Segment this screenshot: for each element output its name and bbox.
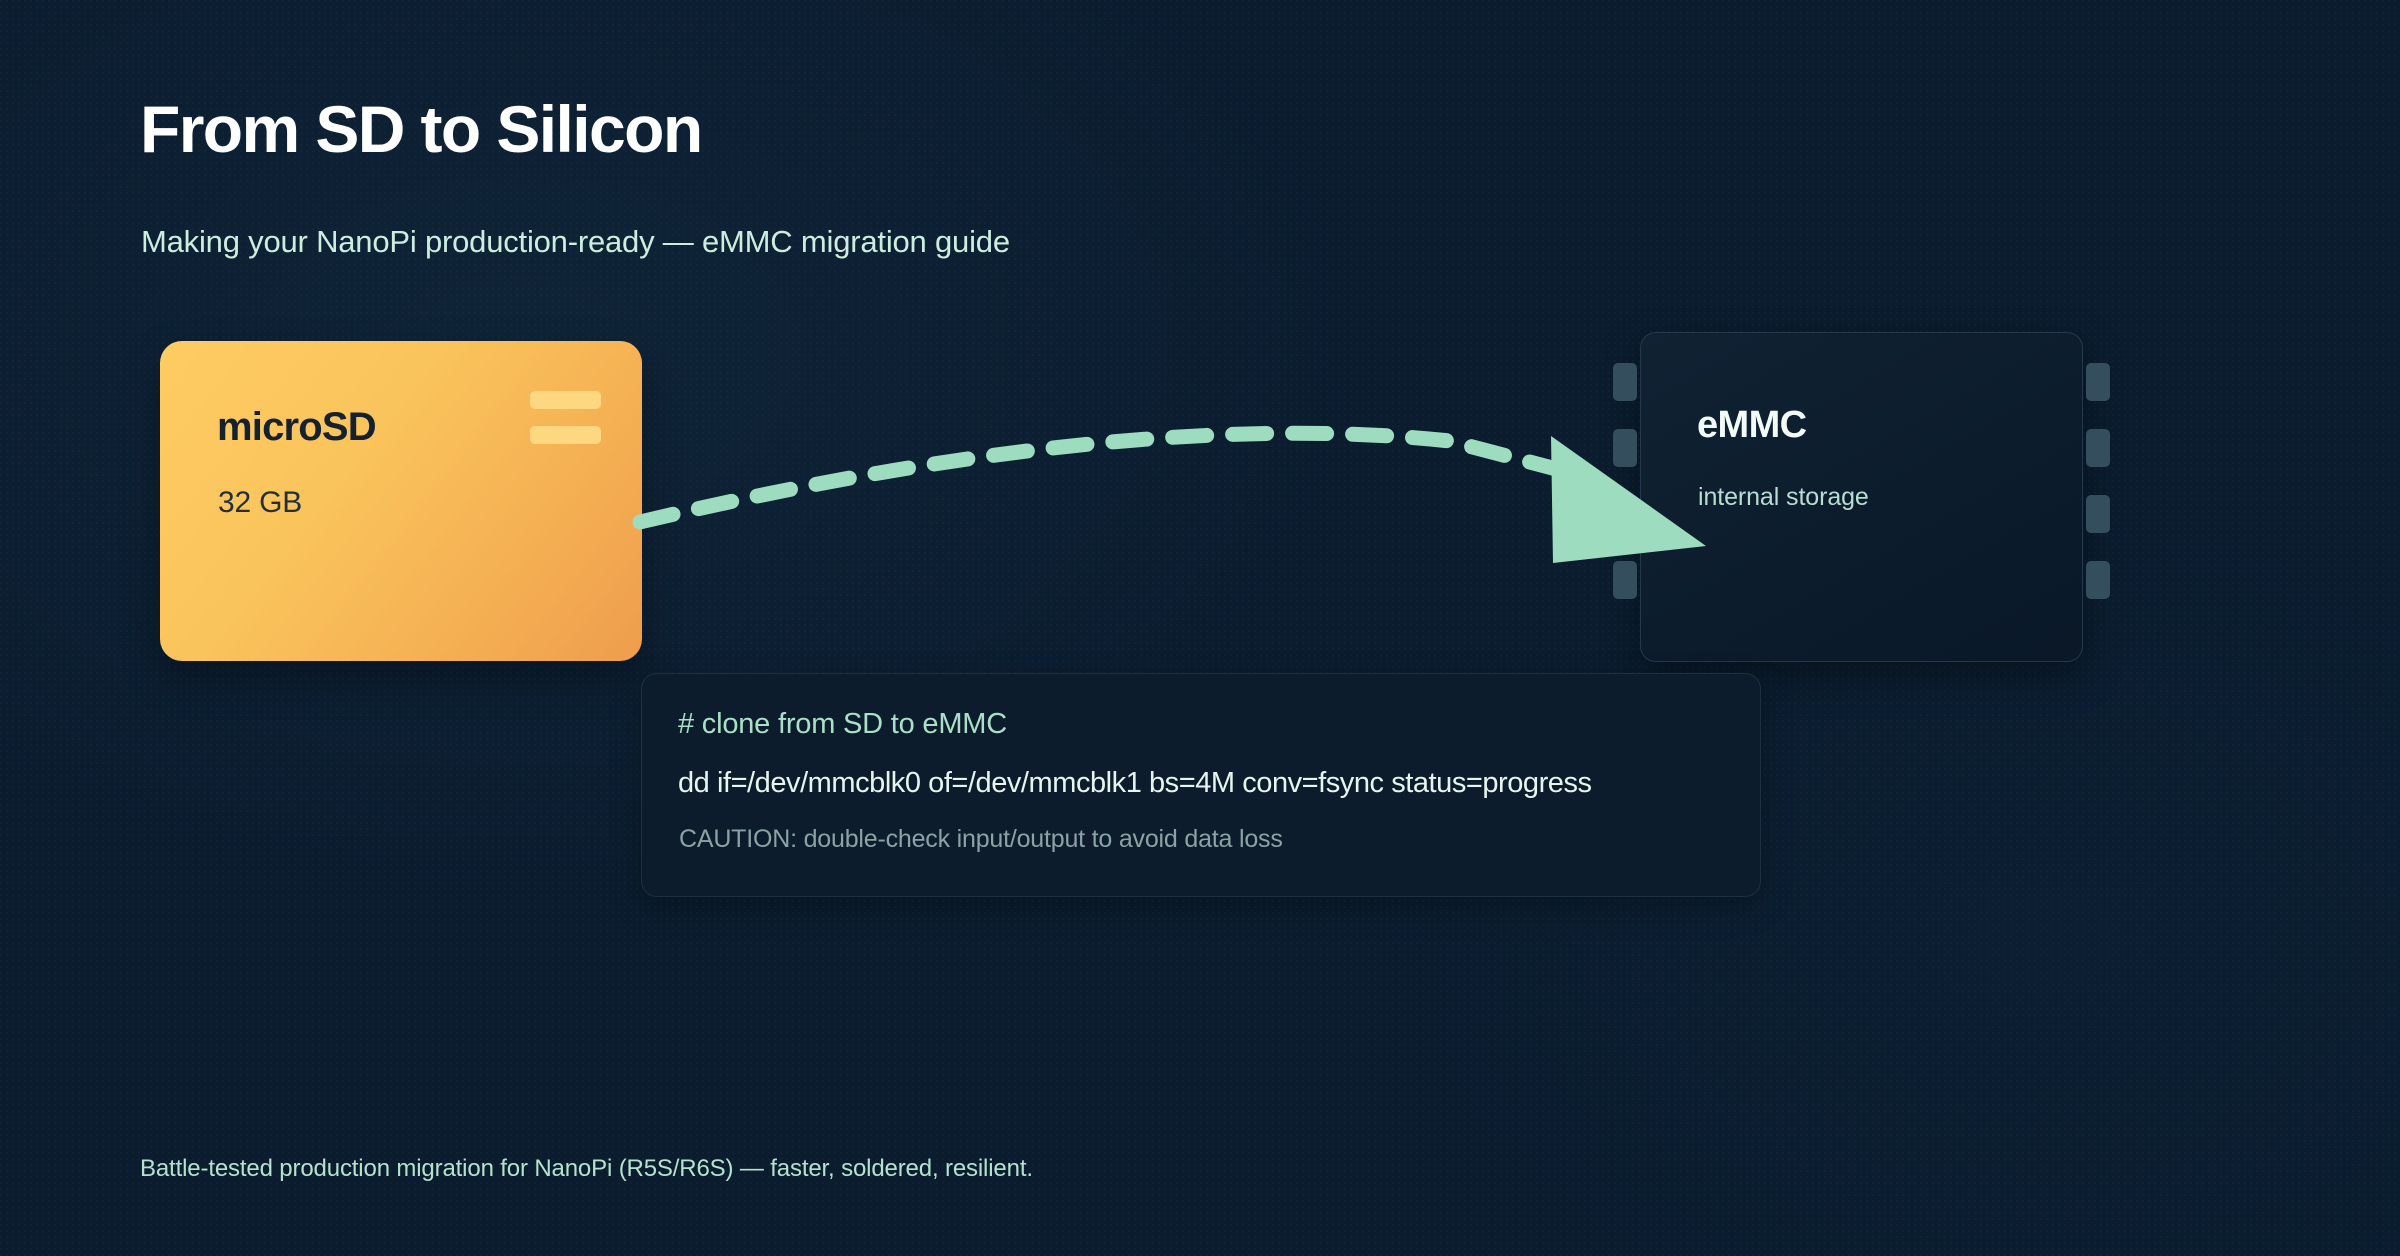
command-code-block[interactable]: # clone from SD to eMMC dd if=/dev/mmcbl… bbox=[641, 673, 1761, 897]
chip-pin-icon bbox=[1613, 363, 1637, 401]
page-subtitle: Making your NanoPi production-ready — eM… bbox=[141, 224, 1010, 259]
sd-card-contacts-icon bbox=[530, 391, 601, 409]
emmc-chip[interactable]: eMMC internal storage bbox=[1613, 332, 2110, 662]
chip-pin-icon bbox=[1613, 495, 1637, 533]
emmc-chip-label: eMMC bbox=[1697, 404, 1807, 446]
sd-card-contacts-icon bbox=[530, 426, 601, 444]
page-title: From SD to Silicon bbox=[140, 92, 703, 166]
code-command-line[interactable]: dd if=/dev/mmcblk0 of=/dev/mmcblk1 bs=4M… bbox=[678, 767, 1592, 799]
chip-pin-icon bbox=[2086, 363, 2110, 401]
chip-pin-icon bbox=[2086, 495, 2110, 533]
code-comment-line: # clone from SD to eMMC bbox=[678, 708, 1007, 740]
chip-pin-icon bbox=[1613, 429, 1637, 467]
footer-note: Battle-tested production migration for N… bbox=[140, 1155, 1033, 1182]
microsd-card-label: microSD bbox=[217, 405, 377, 449]
microsd-card[interactable]: microSD 32 GB bbox=[160, 341, 642, 661]
emmc-chip-sublabel: internal storage bbox=[1698, 483, 1869, 511]
chip-pin-icon bbox=[2086, 561, 2110, 599]
chip-pin-icon bbox=[1613, 561, 1637, 599]
code-caution-line: CAUTION: double-check input/output to av… bbox=[679, 825, 1283, 853]
microsd-card-capacity: 32 GB bbox=[218, 486, 303, 519]
chip-pin-icon bbox=[2086, 429, 2110, 467]
